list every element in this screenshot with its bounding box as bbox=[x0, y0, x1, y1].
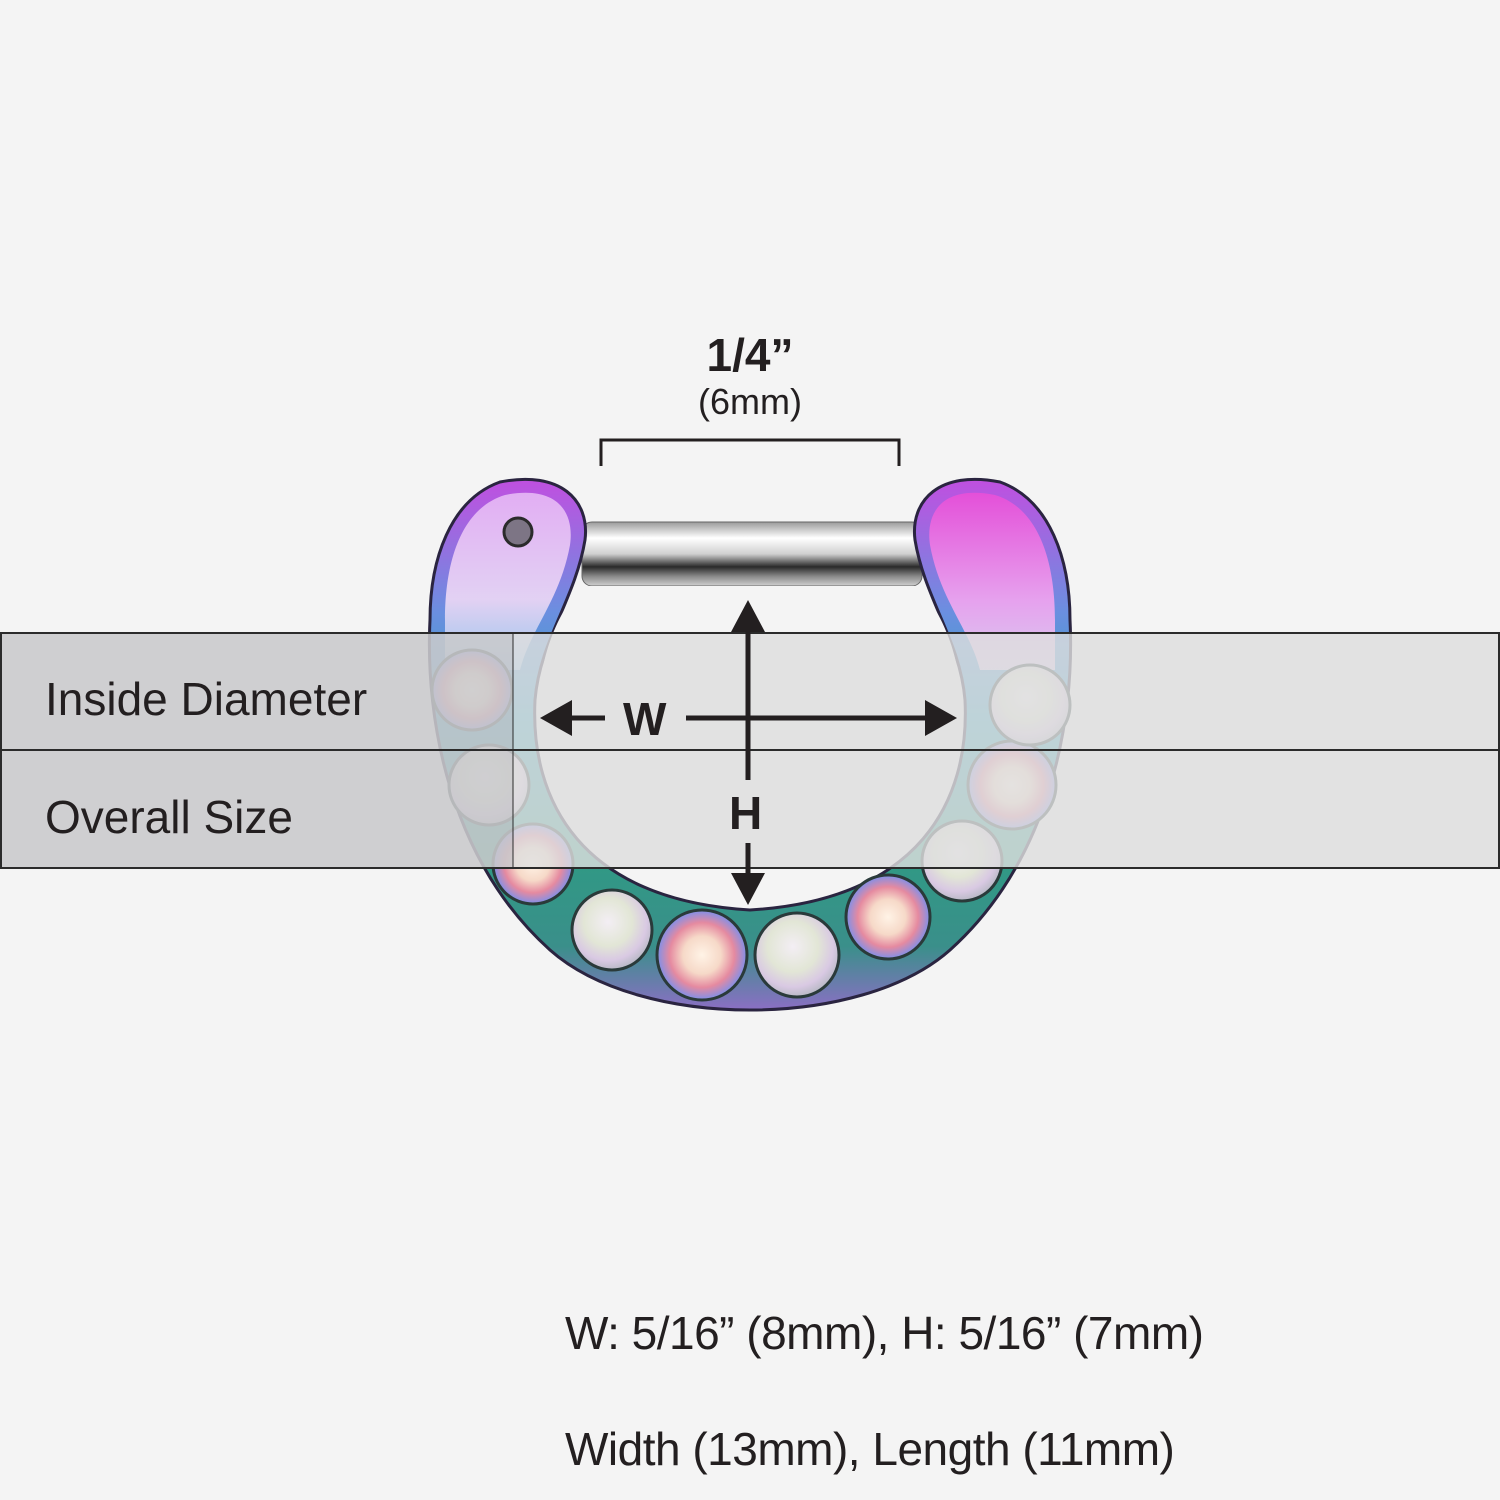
hinge-pin bbox=[502, 516, 534, 548]
dimension-arrows bbox=[540, 600, 957, 905]
clicker-bar bbox=[581, 521, 923, 587]
overall-size-label: Overall Size bbox=[45, 791, 293, 843]
gauge-fraction-label: 1/4” bbox=[706, 329, 794, 381]
inside-diameter-label: Inside Diameter bbox=[45, 673, 368, 725]
arrow-left-icon bbox=[540, 700, 572, 736]
size-table bbox=[0, 632, 1500, 869]
inside-diameter-spec: W: 5/16” (8mm), H: 5/16” (7mm) bbox=[565, 1307, 1204, 1359]
overall-size-spec: Width (13mm), Length (11mm) bbox=[565, 1423, 1175, 1475]
gauge-metric-label: (6mm) bbox=[698, 381, 802, 422]
height-axis-letter: H bbox=[729, 787, 763, 839]
arrow-right-icon bbox=[925, 700, 957, 736]
arrow-down-icon bbox=[731, 873, 765, 905]
gauge-bracket bbox=[599, 438, 901, 466]
arrow-up-icon bbox=[731, 600, 765, 632]
width-axis-letter: W bbox=[623, 693, 667, 745]
